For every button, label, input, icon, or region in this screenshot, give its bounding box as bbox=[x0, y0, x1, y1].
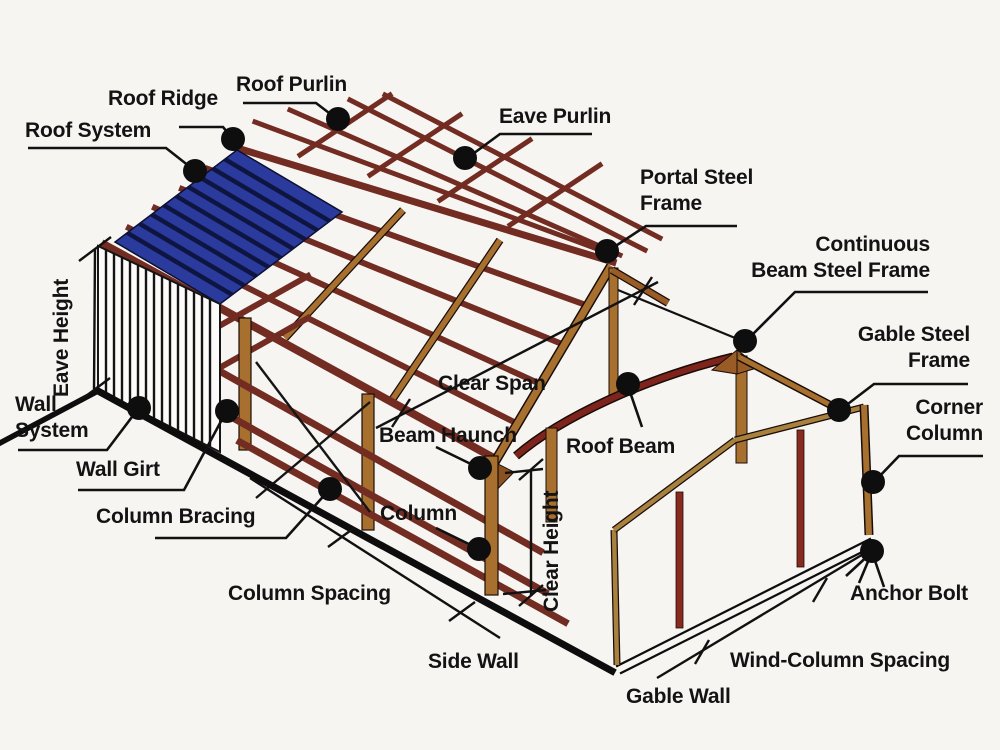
far-roof-purlins bbox=[251, 91, 664, 259]
leader-continuous-beam bbox=[745, 290, 928, 342]
wind-column-2 bbox=[796, 429, 805, 568]
label-roof-system: Roof System bbox=[25, 119, 152, 142]
label-eave-height: Eave Height bbox=[50, 278, 73, 397]
dot-anchor-bolt bbox=[860, 539, 884, 563]
leader-corner-column bbox=[873, 454, 983, 483]
dot-column bbox=[467, 537, 491, 561]
label-anchor-bolt: Anchor Bolt bbox=[850, 582, 968, 605]
dot-corner-column bbox=[861, 470, 885, 494]
label-portal-steel-frame: Portal Steel Frame bbox=[640, 166, 754, 215]
label-gable-steel-frame: Gable Steel Frame bbox=[857, 323, 970, 372]
dot-column-bracing bbox=[318, 477, 342, 501]
dot-eave-purlin bbox=[453, 146, 477, 170]
leader-portal-steel-frame bbox=[607, 224, 737, 253]
label-corner-column: Corner Column bbox=[906, 396, 983, 445]
column-bracing-lines bbox=[255, 361, 371, 513]
roof-beam-member bbox=[514, 354, 734, 459]
leader-wall-system bbox=[18, 408, 140, 452]
leader-eave-purlin bbox=[465, 132, 592, 161]
roof-sheet-panel bbox=[113, 149, 344, 305]
wind-column-1 bbox=[675, 491, 684, 629]
dot-roof-beam bbox=[616, 372, 640, 396]
label-side-wall: Side Wall bbox=[428, 650, 519, 673]
label-clear-height: Clear Height bbox=[540, 490, 563, 612]
label-column-spacing: Column Spacing bbox=[228, 582, 391, 605]
leader-column-bracing bbox=[155, 489, 330, 540]
label-roof-purlin: Roof Purlin bbox=[236, 73, 347, 96]
portal-column bbox=[484, 455, 499, 596]
label-continuous-beam-steel-frame: Continuous Beam Steel Frame bbox=[751, 233, 930, 282]
continuous-beam-steel-frame bbox=[513, 348, 840, 523]
dot-beam-haunch bbox=[468, 456, 492, 480]
label-roof-beam: Roof Beam bbox=[566, 435, 676, 458]
dot-continuous-beam bbox=[733, 329, 757, 353]
label-wall-system: Wall System bbox=[15, 393, 89, 442]
dot-roof-purlin bbox=[326, 107, 350, 131]
dot-wall-girt bbox=[215, 399, 239, 423]
callout-leaders bbox=[18, 101, 983, 588]
label-column-bracing: Column Bracing bbox=[96, 505, 256, 528]
label-column: Column bbox=[380, 502, 457, 525]
side-wall-columns bbox=[238, 317, 375, 531]
callout-dots bbox=[127, 107, 885, 563]
label-eave-purlin: Eave Purlin bbox=[499, 105, 612, 128]
roof-ridge-purlin bbox=[232, 143, 618, 267]
label-wall-girt: Wall Girt bbox=[76, 458, 160, 481]
portal-steel-frame bbox=[483, 263, 671, 596]
leader-wall-girt bbox=[78, 411, 228, 492]
leader-roof-system bbox=[28, 146, 195, 172]
label-gable-wall: Gable Wall bbox=[626, 685, 731, 708]
dot-portal-steel-frame bbox=[595, 239, 619, 263]
leader-gable-steel-frame bbox=[839, 382, 968, 412]
label-wind-column-spacing: Wind-Column Spacing bbox=[730, 649, 950, 672]
apex-post bbox=[608, 267, 619, 397]
label-beam-haunch: Beam Haunch bbox=[379, 424, 517, 447]
dot-gable-steel-frame bbox=[827, 398, 851, 422]
dot-wall-system bbox=[127, 396, 151, 420]
label-clear-span: Clear Span bbox=[438, 372, 546, 395]
dot-roof-system bbox=[183, 159, 207, 183]
label-roof-ridge: Roof Ridge bbox=[108, 87, 218, 110]
dimension-lines bbox=[77, 236, 876, 680]
dot-roof-ridge bbox=[221, 127, 245, 151]
